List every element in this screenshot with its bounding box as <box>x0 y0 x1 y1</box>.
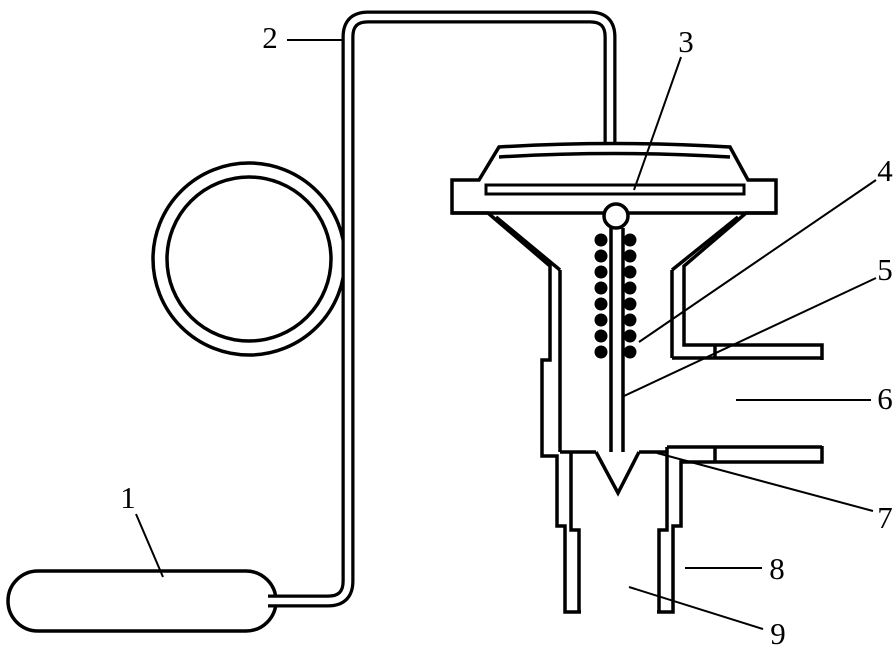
part-label-1: 1 <box>120 480 136 515</box>
spring-dot <box>623 233 637 247</box>
valve-body-outline <box>450 141 824 614</box>
part-label-6: 6 <box>877 381 893 416</box>
dome-inner-line <box>498 151 731 159</box>
part-label-5: 5 <box>877 252 893 287</box>
leader-line-1 <box>135 513 164 578</box>
spring-dot <box>623 345 637 359</box>
part-label-7: 7 <box>877 500 893 535</box>
part-label-4: 4 <box>877 153 893 188</box>
valve-pin-tip <box>594 451 641 497</box>
valve-stem <box>609 228 625 452</box>
spring-dot <box>594 297 608 311</box>
leader-line-5 <box>623 277 877 397</box>
spring-dot <box>623 297 637 311</box>
part-label-9: 9 <box>770 616 786 648</box>
lower-body-inner-right-wall <box>657 447 669 612</box>
spring-dot <box>594 345 608 359</box>
taper-inner-left-line <box>494 215 562 272</box>
pushrod-ball <box>602 202 630 230</box>
spring-dot <box>594 265 608 279</box>
part-labels: 1 2 3 4 5 6 7 8 9 <box>120 20 893 648</box>
spring-dot <box>594 233 608 247</box>
part-label-8: 8 <box>769 551 785 586</box>
leader-line-3 <box>633 56 682 191</box>
spring-dot <box>594 313 608 327</box>
capillary-tube-bore <box>268 13 614 605</box>
part-label-2: 2 <box>262 20 278 55</box>
spring-dot <box>623 265 637 279</box>
spring-dot <box>594 329 608 343</box>
leader-line-9 <box>628 586 764 630</box>
leader-line-4 <box>638 179 877 343</box>
spring-dot <box>623 281 637 295</box>
lower-body-inner-left-wall <box>569 452 581 612</box>
spring-dot <box>623 249 637 263</box>
leader-lines <box>135 39 877 630</box>
spring-dot <box>623 313 637 327</box>
part-label-3: 3 <box>678 24 694 59</box>
spring-dot <box>594 281 608 295</box>
spring-dot <box>623 329 637 343</box>
bottom-mouth-opening <box>581 606 657 618</box>
outlet-mouth-opening <box>816 360 828 446</box>
diaphragm-plate <box>484 183 746 196</box>
spring-dot <box>594 249 608 263</box>
capillary-coil-outer-circle <box>151 161 347 357</box>
taper-inner-right-line <box>670 215 740 272</box>
spring-coil <box>594 233 637 359</box>
sensing-bulb <box>6 569 278 633</box>
leader-line-7 <box>656 452 874 512</box>
capillary-coil-inner-circle <box>165 175 333 343</box>
